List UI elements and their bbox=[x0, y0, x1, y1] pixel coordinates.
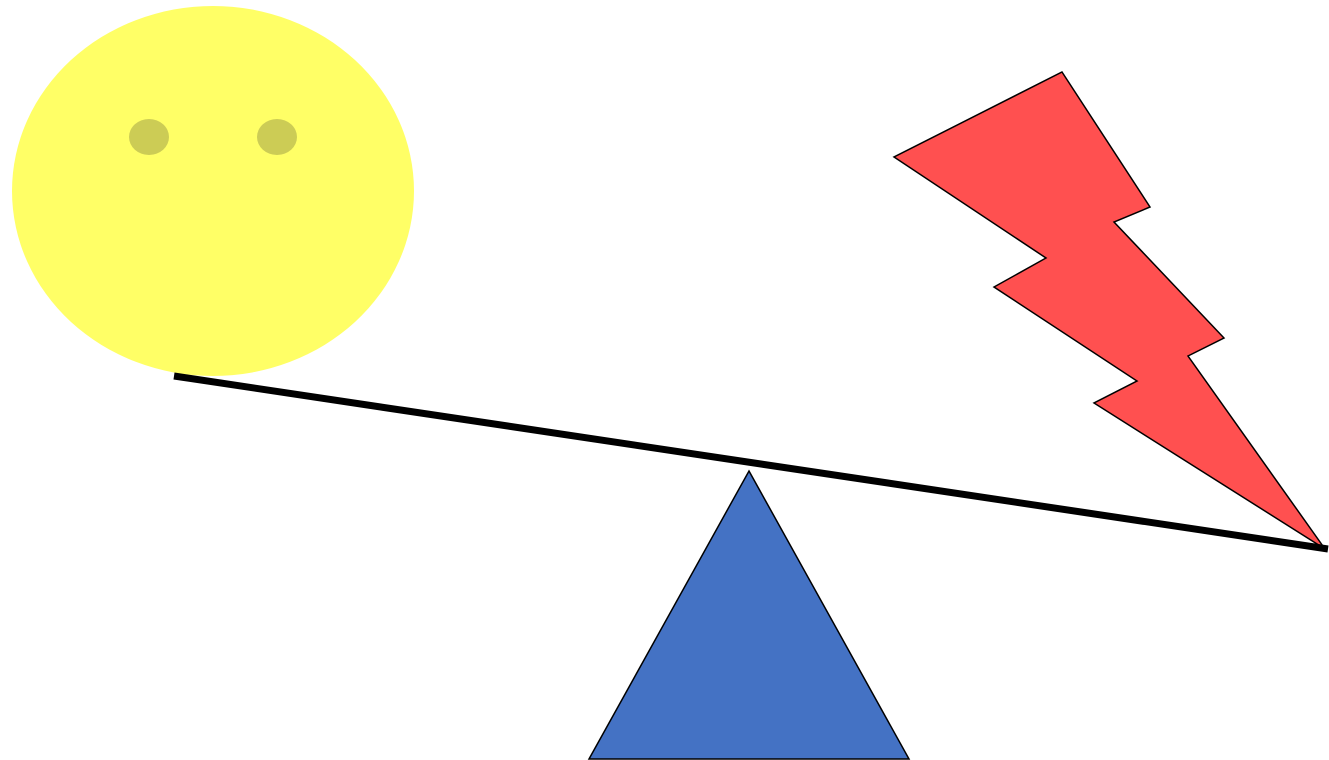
sun-face bbox=[12, 6, 414, 376]
lightning-bolt bbox=[894, 72, 1325, 549]
sun-eye-right bbox=[257, 119, 297, 155]
fulcrum-triangle bbox=[589, 471, 909, 759]
sun-eye-left bbox=[129, 119, 169, 155]
